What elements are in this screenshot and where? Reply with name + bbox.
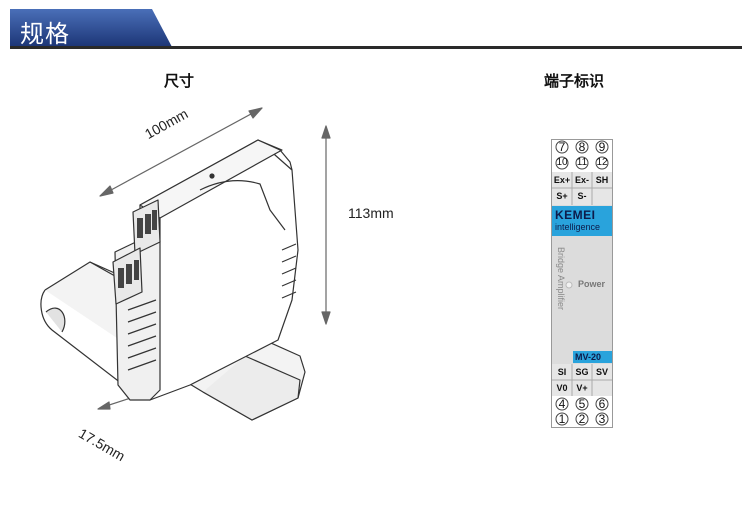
module-drawing (40, 107, 331, 421)
terminal-number: 8 (578, 140, 586, 154)
terminal-label: SV (595, 367, 608, 377)
terminal-number: 11 (576, 157, 588, 168)
terminal-label: V+ (576, 383, 588, 393)
terminal-number: 6 (598, 397, 606, 411)
terminal-label: SH (595, 175, 609, 185)
terminal-number: 9 (598, 140, 606, 154)
terminal-label: S- (577, 191, 587, 201)
terminals-title: 端子标识 (544, 72, 605, 90)
terminal-label: SG (575, 367, 589, 377)
terminal-panel: 7 8 9 10 11 12 Ex+ Ex- SH S+ S- KEMEI in… (551, 139, 613, 428)
brand-name: KEMEI (555, 208, 596, 222)
terminal-number: 10 (556, 157, 568, 168)
header-banner-shape (10, 9, 172, 47)
terminal-panel-graphic (551, 139, 613, 428)
dimensions-title: 尺寸 (164, 72, 195, 90)
terminal-number: 5 (578, 397, 586, 411)
brand-subtitle: intelligence (555, 222, 601, 232)
terminal-label: SI (557, 367, 567, 377)
product-name: Bridge Amplifier (556, 247, 566, 311)
terminal-number: 7 (558, 140, 566, 154)
terminal-label: Ex- (574, 175, 589, 185)
terminal-number: 4 (558, 397, 566, 411)
terminal-number: 12 (596, 157, 608, 168)
page-title: 规格 (20, 20, 70, 48)
header-divider (10, 46, 742, 49)
terminal-label: S+ (556, 191, 568, 201)
height-dimension-label: 113mm (348, 205, 394, 221)
terminal-number: 2 (578, 412, 586, 426)
power-label: Power (578, 279, 606, 289)
section-header (10, 9, 172, 47)
terminal-label: V0 (556, 383, 568, 393)
model-label: MV-20 (575, 352, 602, 362)
terminal-number: 3 (598, 412, 606, 426)
terminal-label: Ex+ (553, 175, 571, 185)
terminal-number: 1 (558, 412, 566, 426)
